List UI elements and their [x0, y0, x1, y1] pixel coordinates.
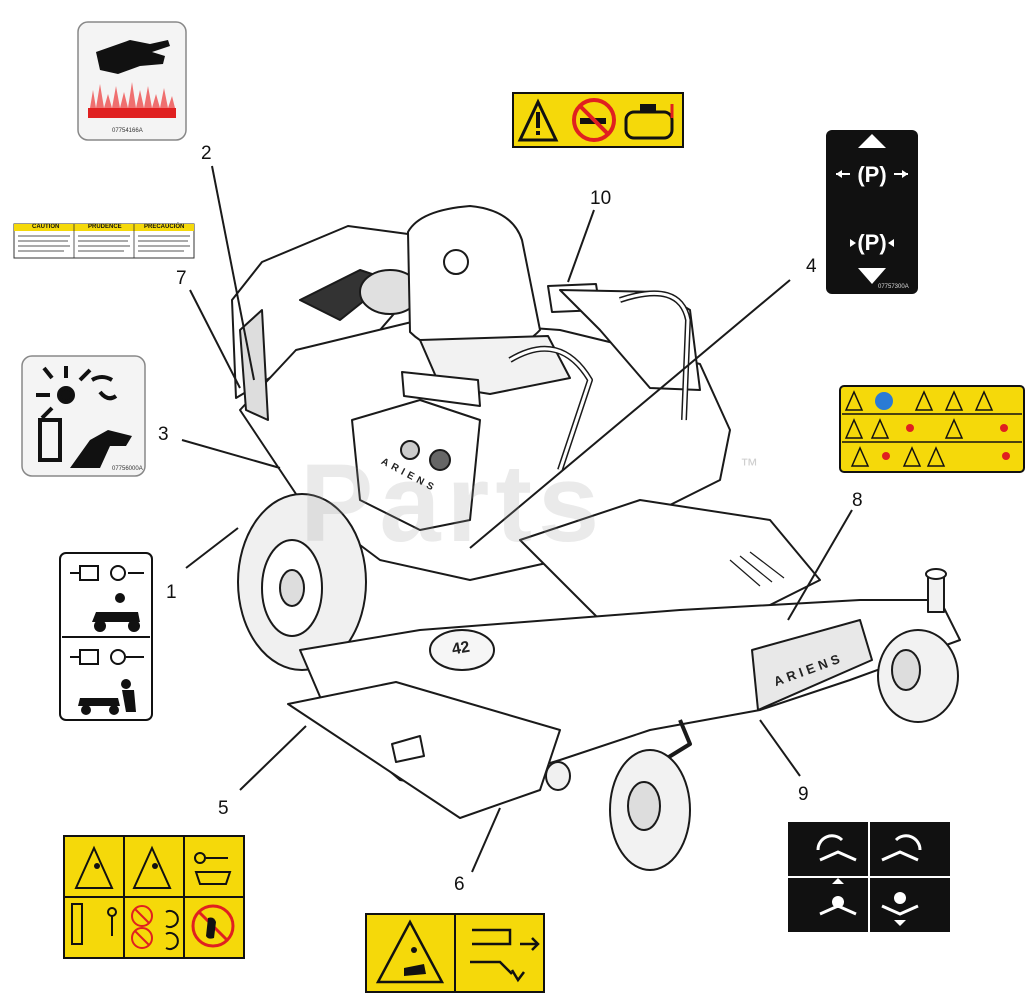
- trademark-symbol: ™: [740, 455, 758, 475]
- thrown-objects-decal: [21, 355, 146, 477]
- callout-7: 7: [176, 268, 187, 289]
- callout-2: 2: [201, 143, 212, 164]
- caution-label-decal: [13, 223, 195, 259]
- callout-8: 8: [852, 490, 863, 511]
- zero-turn-mower: [231, 205, 961, 871]
- rear-wheel: [237, 493, 367, 671]
- callout-3: 3: [158, 424, 169, 445]
- front-caster-left: [609, 719, 692, 871]
- hot-surface-icon: [88, 82, 176, 118]
- leader-lines: [181, 165, 853, 873]
- thrown-objects-icon: [36, 366, 118, 462]
- control-console: [351, 399, 481, 531]
- deck-size-badge: 42: [450, 638, 472, 659]
- no-smoking-icon: [572, 98, 616, 142]
- multi-warning-decal: [839, 385, 1025, 473]
- hot-surface-code: 07754166A: [112, 128, 143, 134]
- parking-brake-code: 07757300A: [878, 284, 909, 290]
- callout-4: 4: [806, 256, 817, 277]
- callout-1: 1: [166, 582, 177, 603]
- callout-9: 9: [798, 784, 809, 805]
- caution-header-en: CAUTION: [32, 224, 60, 230]
- safety-pictograms-decal: [63, 835, 245, 959]
- front-caster-right: [877, 568, 959, 723]
- fuel-can-icon: [624, 104, 674, 140]
- seat-back: [407, 205, 541, 357]
- warning-triangle-icon: [517, 98, 559, 142]
- caution-header-es: PRECAUCIÓN: [144, 224, 185, 230]
- parking-brake-icon: (P) (P): [836, 134, 908, 284]
- callout-5: 5: [218, 798, 229, 819]
- parking-brake-decal: (P) (P): [826, 130, 918, 294]
- thrown-objects-code: 07756000A: [112, 466, 143, 472]
- steering-direction-decal: [788, 822, 950, 932]
- blade-warning-decal: [365, 913, 545, 993]
- fuel-warning-decal: [512, 92, 684, 148]
- hand-icon: [96, 40, 170, 74]
- caution-header-fr: PRUDENCE: [88, 224, 122, 230]
- callout-6: 6: [454, 874, 465, 895]
- discharge-chute: [287, 681, 561, 819]
- callout-10: 10: [590, 188, 612, 209]
- svg-text:(P): (P): [857, 162, 886, 187]
- watermark: Parts: [300, 442, 606, 565]
- hot-surface-decal: [77, 21, 187, 141]
- operation-decal: [59, 552, 153, 721]
- svg-text:(P): (P): [857, 230, 886, 255]
